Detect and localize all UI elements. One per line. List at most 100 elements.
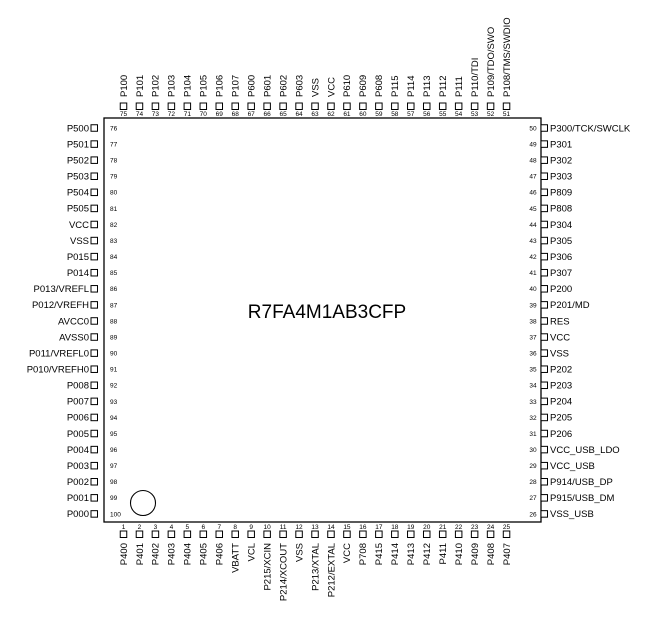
pin-number: 84 — [110, 254, 118, 261]
pin-label: P301 — [550, 139, 572, 150]
pin-label: P003 — [67, 461, 89, 472]
pin-number: 37 — [529, 334, 537, 341]
pin-number: 97 — [110, 463, 118, 470]
pin-number: 62 — [327, 111, 335, 118]
pin-label: P204 — [550, 397, 572, 408]
pin-label: P000 — [67, 509, 89, 520]
pin-label: P007 — [67, 397, 89, 408]
pin-label: P015 — [67, 252, 89, 263]
pin-number: 21 — [439, 524, 447, 531]
pin-square — [502, 102, 511, 110]
pin-number: 22 — [455, 524, 463, 531]
part-number-label: R7FA4M1AB3CFP — [248, 302, 406, 323]
pin-label: P212/EXTAL — [326, 543, 337, 597]
pin-label: P402 — [151, 543, 162, 565]
pin-label: P304 — [550, 220, 572, 231]
pin-square — [391, 102, 399, 110]
pin-label: P013/VREFL — [34, 284, 89, 295]
pin-label: P302 — [550, 155, 572, 166]
pin-square — [422, 102, 431, 110]
pin-number: 15 — [343, 524, 351, 531]
pin-square — [540, 204, 548, 213]
pin-square — [486, 102, 495, 110]
pin-square — [540, 478, 548, 486]
pin-square — [359, 530, 367, 538]
pin-square — [359, 102, 367, 110]
pin-square — [407, 530, 415, 538]
pin-label: P411 — [438, 543, 449, 564]
pin-square — [90, 172, 98, 180]
pin-label: P505 — [67, 204, 89, 215]
pin-label: RES — [550, 316, 570, 327]
pin-square — [135, 530, 144, 538]
pin-number: 78 — [110, 158, 118, 165]
pin-square — [90, 478, 98, 486]
pin-number: 41 — [529, 270, 537, 277]
pin-label: VCC_USB_LDO — [550, 445, 620, 456]
pin-label: P501 — [67, 139, 89, 150]
pin-label: P306 — [550, 252, 572, 263]
pin-square — [90, 333, 98, 341]
pin-number: 59 — [375, 111, 383, 118]
pin-label: P407 — [502, 543, 513, 565]
pin-number: 36 — [529, 351, 537, 358]
pin-label: VCC — [550, 332, 570, 343]
pin-label: P303 — [550, 172, 572, 183]
pin-label: P215/XCIN — [262, 543, 273, 591]
pin-number: 9 — [249, 524, 253, 531]
pin-number: 10 — [264, 524, 272, 531]
pin-number: 73 — [152, 111, 160, 118]
pin-square — [90, 285, 98, 293]
pin-label: P914/USB_DP — [550, 477, 613, 488]
pin-number: 49 — [529, 141, 537, 148]
pin-label: P404 — [183, 543, 194, 565]
pin-number: 11 — [280, 524, 287, 531]
pin-square — [183, 530, 192, 538]
pin-label: P103 — [167, 75, 178, 97]
pin-label: P610 — [342, 75, 353, 97]
pin-number: 12 — [295, 524, 303, 531]
pin-number: 82 — [110, 222, 118, 229]
pin-label: P012/VREFH — [32, 300, 89, 311]
pin-square — [540, 268, 548, 277]
pin-label: P115 — [390, 76, 401, 97]
pin-number: 19 — [407, 524, 415, 531]
pin-number: 56 — [423, 111, 431, 118]
pin-square — [90, 252, 98, 261]
pin-label: P412 — [422, 543, 433, 565]
pin-label: P504 — [67, 188, 89, 199]
pin-label: P100 — [119, 75, 130, 97]
pin-square — [540, 285, 548, 293]
pin-number: 27 — [529, 495, 537, 502]
pin-label: P410 — [454, 543, 465, 565]
pin-square — [119, 102, 128, 110]
pin-square — [90, 381, 98, 390]
pin-number: 54 — [455, 111, 463, 118]
pin-square — [311, 530, 319, 538]
pin-label: P500 — [67, 123, 89, 134]
pin-square — [540, 333, 548, 341]
pin-square — [391, 530, 399, 538]
pin-number: 89 — [110, 334, 118, 341]
pin-number: 90 — [110, 351, 118, 358]
pin-group: 1P4002P4013P4024P4035P4046P4057P4068VBAT… — [27, 17, 631, 601]
pin-label: VCC — [326, 77, 337, 97]
pin-number: 85 — [110, 270, 118, 277]
pin-square — [90, 349, 98, 357]
pin-number: 46 — [529, 190, 537, 197]
pin-label: P809 — [550, 188, 572, 199]
pin-square — [90, 445, 98, 454]
pin-number: 98 — [110, 479, 118, 486]
pin-square — [90, 124, 98, 132]
pin-label: P114 — [406, 76, 417, 97]
pin-square — [90, 140, 98, 148]
pin-square — [327, 530, 335, 538]
pin-square — [540, 381, 548, 390]
pin-number: 53 — [471, 111, 479, 118]
pin-square — [90, 220, 98, 229]
pin-number: 30 — [529, 447, 537, 454]
pin-number: 20 — [423, 524, 431, 531]
pin-number: 74 — [136, 111, 144, 118]
pin-label: P108/TMS/SWDIO — [502, 17, 513, 97]
pin-square — [263, 530, 271, 538]
